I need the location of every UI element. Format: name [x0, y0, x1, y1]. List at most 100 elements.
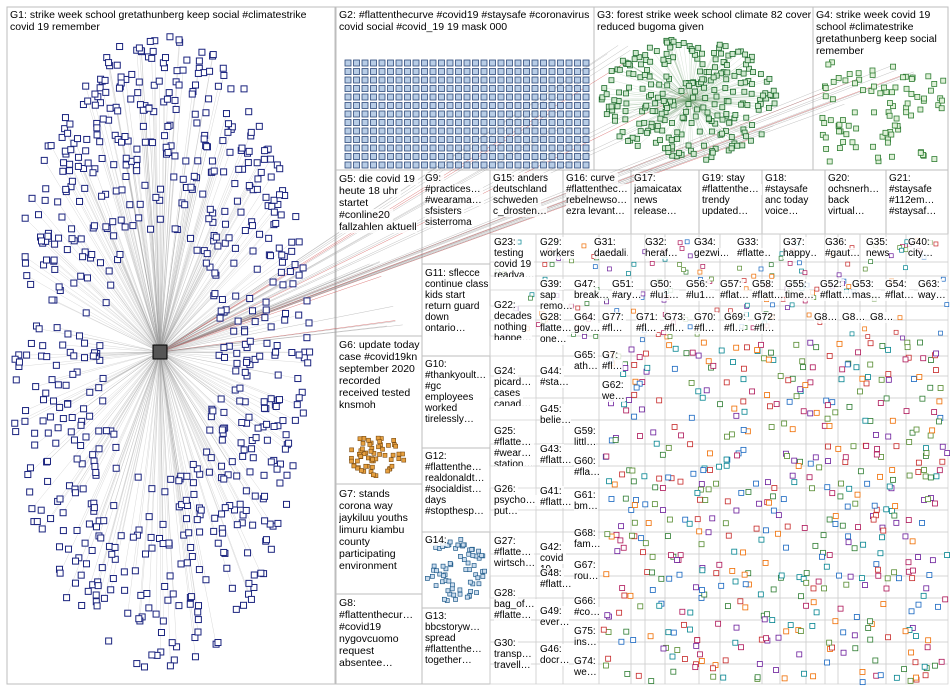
node — [473, 145, 479, 151]
node — [532, 86, 538, 92]
node — [481, 111, 487, 117]
node — [430, 94, 436, 100]
node — [36, 326, 42, 332]
node — [354, 86, 360, 92]
node — [137, 201, 143, 207]
node — [183, 158, 189, 164]
node — [60, 342, 66, 348]
node — [439, 60, 445, 66]
node — [176, 603, 182, 609]
node — [447, 94, 453, 100]
node — [941, 78, 946, 83]
node — [781, 497, 786, 502]
node — [903, 629, 908, 634]
node — [280, 418, 286, 424]
node — [918, 340, 923, 345]
node — [810, 623, 815, 628]
node — [940, 444, 945, 449]
node — [362, 94, 368, 100]
node — [764, 636, 769, 641]
node — [144, 591, 150, 597]
node — [184, 57, 190, 63]
node — [371, 457, 375, 461]
node — [215, 640, 221, 646]
node — [612, 482, 617, 487]
node — [397, 452, 401, 456]
node — [624, 101, 629, 106]
node — [241, 447, 247, 453]
node — [640, 86, 645, 91]
node — [628, 593, 633, 598]
node — [83, 148, 89, 154]
node — [566, 69, 572, 75]
node — [134, 146, 140, 152]
node — [904, 110, 909, 115]
node — [498, 154, 504, 160]
node — [106, 60, 112, 66]
node — [221, 476, 227, 482]
node — [96, 385, 102, 391]
node — [617, 90, 622, 95]
node — [125, 610, 131, 616]
node — [379, 137, 385, 143]
node — [915, 94, 920, 99]
node — [439, 103, 445, 109]
node — [173, 106, 179, 112]
node — [796, 463, 801, 468]
node — [278, 269, 284, 275]
node — [697, 529, 702, 534]
node — [647, 74, 652, 79]
node — [388, 128, 394, 134]
node — [174, 68, 180, 74]
node — [804, 571, 809, 576]
node — [771, 508, 776, 513]
node — [864, 443, 869, 448]
small-group-label: G46: docr… — [540, 644, 574, 684]
node — [405, 137, 411, 143]
node — [886, 377, 891, 382]
node — [41, 157, 47, 163]
node — [56, 544, 62, 550]
node — [405, 120, 411, 126]
node — [863, 418, 868, 423]
grid-box — [806, 488, 825, 510]
node — [602, 86, 607, 91]
node — [887, 484, 892, 489]
node — [524, 162, 530, 168]
node — [660, 91, 665, 96]
node — [583, 128, 589, 134]
node — [650, 108, 655, 113]
node — [430, 128, 436, 134]
node — [630, 468, 635, 473]
node — [693, 89, 698, 94]
node — [726, 533, 731, 538]
node — [549, 111, 555, 117]
grid-box — [665, 420, 699, 444]
node — [464, 137, 470, 143]
node — [178, 561, 184, 567]
edge — [81, 352, 160, 446]
node — [541, 60, 547, 66]
node — [930, 428, 935, 433]
node — [729, 146, 734, 151]
node — [295, 376, 301, 382]
grid-box — [838, 664, 860, 684]
node — [524, 145, 530, 151]
node — [262, 493, 268, 499]
hub-node — [153, 345, 167, 359]
g3-label: G3: forest strike week school climate 82… — [597, 9, 812, 35]
node — [235, 318, 241, 324]
node — [57, 570, 63, 576]
node — [827, 640, 832, 645]
node — [875, 567, 880, 572]
node — [644, 103, 649, 108]
node — [741, 447, 746, 452]
node — [846, 123, 851, 128]
node — [765, 612, 770, 617]
node — [541, 77, 547, 83]
node — [810, 486, 815, 491]
node — [413, 162, 419, 168]
node — [575, 154, 581, 160]
node — [78, 273, 84, 279]
node — [808, 461, 813, 466]
